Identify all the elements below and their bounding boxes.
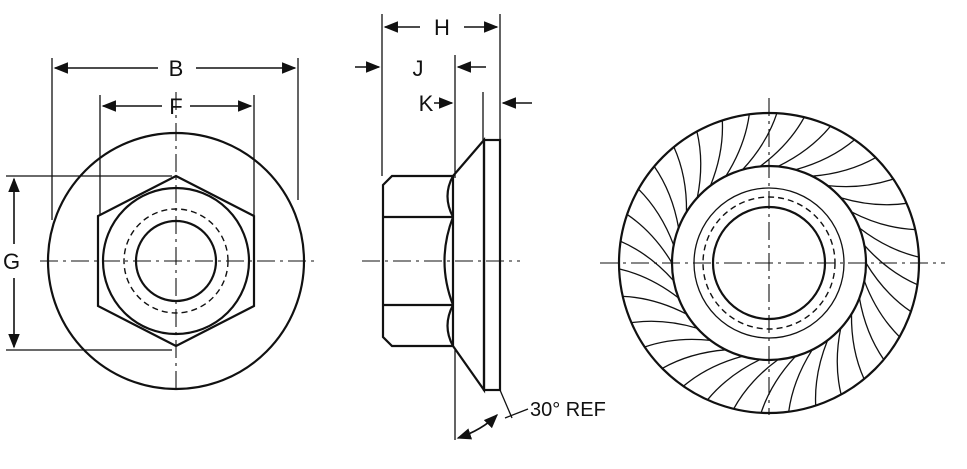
serration-tooth bbox=[661, 349, 726, 369]
serration-tooth bbox=[840, 197, 907, 206]
serration-tooth bbox=[795, 139, 856, 171]
side-view: H J K 30° REF bbox=[355, 14, 606, 440]
label-f: F bbox=[169, 94, 182, 119]
serration-tooth bbox=[696, 131, 702, 198]
serration-tooth bbox=[760, 355, 796, 414]
front-view: B F G bbox=[3, 56, 316, 391]
label-j: J bbox=[413, 56, 424, 81]
serration-tooth bbox=[863, 244, 918, 286]
serration-tooth bbox=[622, 295, 687, 315]
angle-ext bbox=[499, 389, 513, 419]
serration-tooth bbox=[618, 268, 679, 299]
serration-tooth bbox=[620, 240, 675, 282]
serration-tooth bbox=[865, 262, 912, 313]
serration-tooth bbox=[858, 297, 885, 360]
serration-tooth bbox=[814, 340, 829, 406]
serration-tooth bbox=[788, 349, 813, 412]
angle-arc bbox=[456, 413, 499, 440]
flange-rim bbox=[482, 138, 502, 392]
serration-tooth bbox=[850, 314, 865, 380]
serration-tooth bbox=[759, 116, 805, 167]
serration-tooth bbox=[859, 227, 920, 258]
label-k: K bbox=[419, 91, 434, 116]
serration-tooth bbox=[827, 178, 894, 188]
serration-tooth bbox=[742, 112, 778, 171]
label-h: H bbox=[434, 15, 450, 40]
serration-tooth bbox=[653, 166, 680, 229]
serration-tooth bbox=[851, 211, 916, 231]
serration-tooth bbox=[631, 320, 698, 329]
serration-tooth bbox=[626, 213, 673, 264]
serration-teeth bbox=[618, 112, 920, 414]
serration-tooth bbox=[777, 125, 832, 167]
serration-tooth bbox=[682, 355, 743, 387]
hex-chamfer-arcs bbox=[443, 175, 455, 347]
serration-tooth bbox=[706, 359, 761, 401]
serration-tooth bbox=[863, 280, 901, 338]
label-g: G bbox=[3, 249, 20, 274]
angle-note: 30° REF bbox=[530, 399, 606, 421]
serration-tooth bbox=[725, 114, 750, 177]
serration-tooth bbox=[812, 157, 877, 177]
serration-tooth bbox=[733, 359, 779, 410]
serration-tooth bbox=[709, 120, 724, 186]
flange-cone bbox=[452, 137, 486, 394]
angle-leader bbox=[504, 408, 529, 419]
serration-tooth bbox=[644, 338, 711, 348]
serration-tooth bbox=[836, 328, 842, 395]
label-b: B bbox=[169, 56, 184, 81]
serration-tooth bbox=[637, 188, 675, 246]
serrated-view bbox=[600, 98, 945, 415]
serration-tooth bbox=[673, 146, 688, 212]
